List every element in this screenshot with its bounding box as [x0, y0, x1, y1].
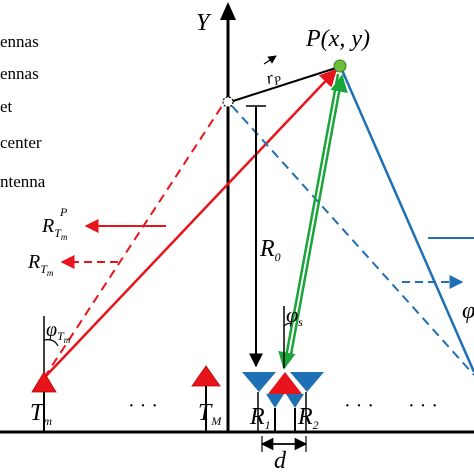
- r2-label: R2: [297, 404, 319, 432]
- r1-upper: [242, 372, 276, 392]
- rtmp-label: RTm: [41, 215, 68, 242]
- d-label: d: [274, 448, 287, 474]
- y-axis-label: Y: [196, 10, 212, 36]
- legend-item-1: ennas: [0, 32, 39, 51]
- green-line: [278, 73, 340, 370]
- r2-lower: [286, 394, 304, 408]
- phi-right-label: φ: [462, 298, 474, 324]
- legend-item-3: et: [0, 97, 13, 116]
- phi-s-arc: [283, 322, 293, 327]
- dots-right-2: · · ·: [408, 395, 438, 417]
- legend-item-5: ntenna: [0, 172, 46, 191]
- dots-left: · · ·: [128, 395, 158, 417]
- tM-antenna: [191, 365, 221, 432]
- virtual-center-marker: [222, 96, 234, 108]
- tm-label: Tm: [30, 400, 52, 428]
- phi-tm-arc: [43, 339, 59, 347]
- rtm-label: RTm: [27, 251, 54, 278]
- red-dashed-line: [43, 105, 223, 379]
- blue-solid-line: [340, 69, 474, 373]
- target-label: P(x, y): [305, 26, 370, 52]
- tm-antenna: [31, 371, 57, 432]
- rp-over-arrow: [263, 55, 277, 65]
- legend-item-2: ennas: [0, 64, 39, 83]
- red-solid-line: [45, 68, 338, 377]
- r1-lower: [266, 394, 284, 408]
- target-point: [333, 59, 347, 73]
- green-line-2: [288, 74, 348, 361]
- phi-s-label: φs: [286, 302, 303, 329]
- blue-dashed-line: [231, 105, 474, 376]
- legend-item-4: center: [0, 133, 42, 152]
- r0-label: R0: [259, 236, 281, 264]
- phi-tm-label: φTm: [46, 319, 71, 345]
- rp-vector-line: [229, 67, 337, 103]
- r2-upper: [290, 372, 324, 392]
- legend: ennas ennas et center ntenna: [0, 32, 46, 191]
- rtmp-sup: P: [59, 205, 68, 219]
- receiver-array: [242, 372, 324, 432]
- r1-label: R1: [249, 404, 271, 432]
- tM-label: TM: [198, 400, 222, 428]
- dots-right-1: · · ·: [344, 395, 374, 417]
- rp-label: rP: [264, 66, 284, 90]
- r-center-red: [268, 372, 302, 394]
- y-axis-arrowhead: [220, 2, 236, 20]
